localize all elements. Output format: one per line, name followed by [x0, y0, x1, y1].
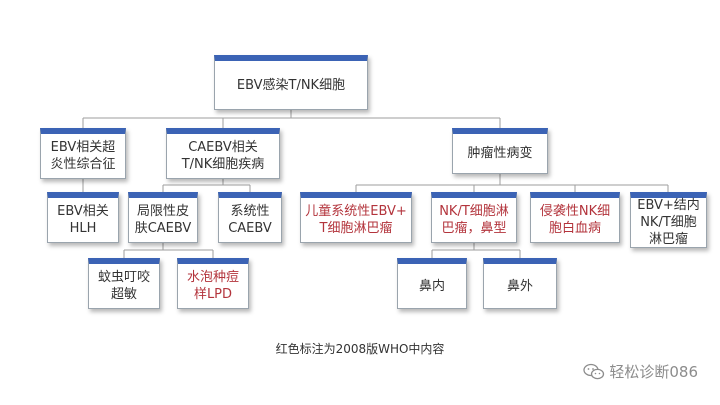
- wechat-icon: [583, 363, 605, 379]
- node-nkt-lymphoma-nasal: NK/T细胞淋 巴瘤，鼻型: [431, 192, 517, 243]
- node-nasal-inner: 鼻内: [397, 258, 467, 309]
- node-local-caebv: 局限性皮 肤CAEBV: [128, 192, 198, 243]
- caption: 红色标注为2008版WHO中内容: [275, 342, 445, 356]
- node-tumor: 肿瘤性病变: [452, 128, 548, 174]
- watermark-text: 轻松诊断086: [609, 363, 698, 381]
- node-systemic-caebv: 系统性 CAEBV: [218, 192, 282, 243]
- watermark: 轻松诊断086: [583, 361, 698, 382]
- node-root: EBV感染T/NK细胞: [214, 55, 368, 110]
- connector-tumor: [355, 174, 669, 192]
- connector-caebv: [162, 179, 251, 192]
- node-mosquito-hypersensitivity: 蚊虫叮咬 超敏: [88, 258, 160, 309]
- node-ebv-hlh: EBV相关 HLH: [47, 192, 119, 243]
- node-caebv: CAEBV相关 T/NK细胞疾病: [166, 128, 280, 179]
- connector-local-caebv: [123, 243, 214, 258]
- connector-root: [82, 110, 501, 128]
- node-ebv-nodal-nkt: EBV+结内 NK/T细胞 淋巴瘤: [630, 192, 707, 248]
- node-ebv-hyperinflammation: EBV相关超 炎性综合征: [40, 128, 126, 179]
- connector-nkt: [431, 243, 521, 258]
- node-hydroa-lpd: 水泡种痘 样LPD: [177, 258, 249, 309]
- node-aggressive-nk-leukemia: 侵袭性NK细 胞白血病: [530, 192, 620, 243]
- node-nasal-outer: 鼻外: [483, 258, 557, 309]
- node-child-systemic-lymphoma: 儿童系统性EBV+ T细胞淋巴瘤: [300, 192, 412, 243]
